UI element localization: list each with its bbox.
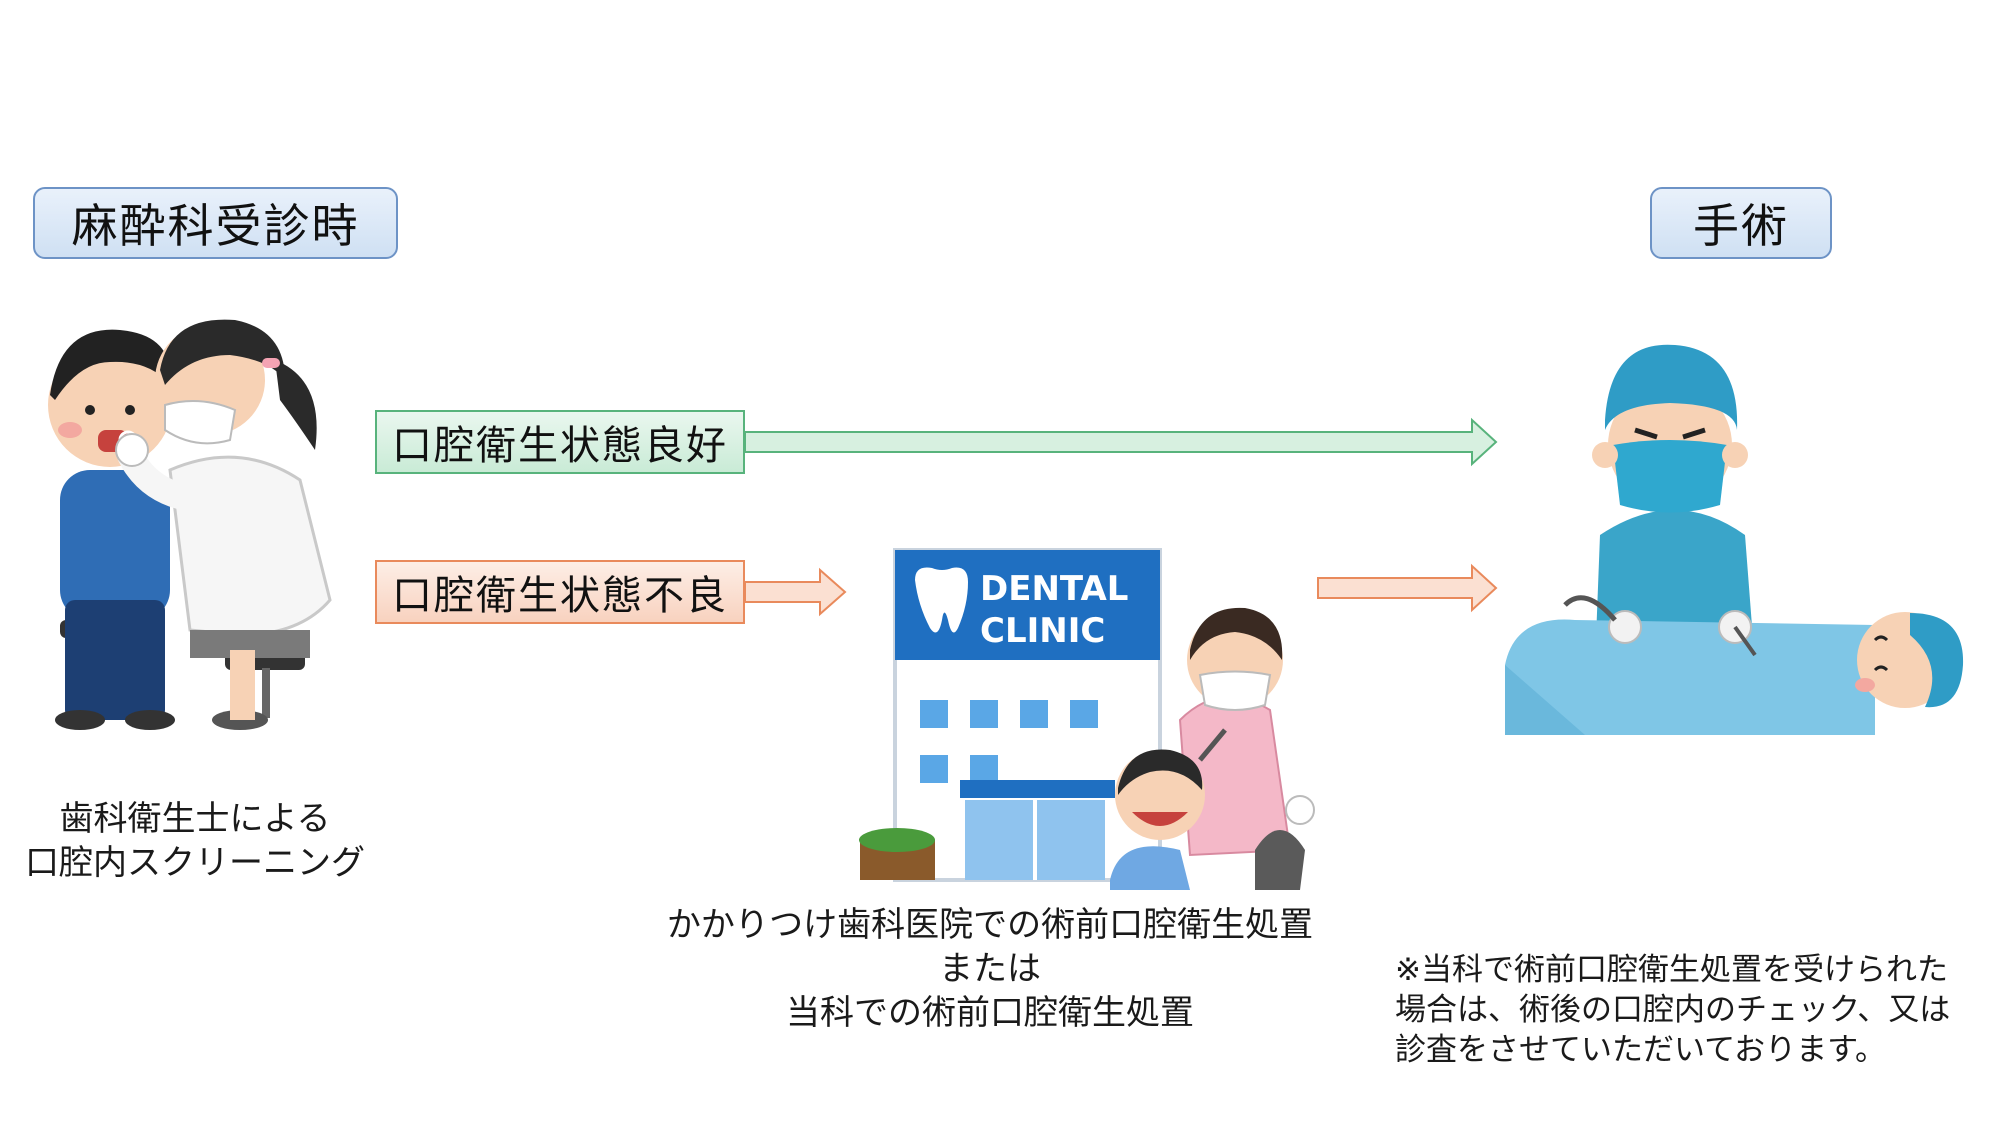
caption-preop-line1: かかりつけ歯科医院での術前口腔衛生処置 <box>666 905 1314 945</box>
header-surgery-label: 手術 <box>1693 199 1789 253</box>
clinic-sign-line1: DENTAL <box>980 569 1128 609</box>
postop-note-line1: ※当科で術前口腔衛生処置を受けられた <box>1395 952 1948 988</box>
postop-note: ※当科で術前口腔衛生処置を受けられた 場合は、術後の口腔内のチェック、又は 診査… <box>1395 950 1950 1070</box>
postop-note-line2: 場合は、術後の口腔内のチェック、又は <box>1395 992 1951 1028</box>
hygienist-screening-illustration <box>48 319 332 730</box>
branch-good-label: 口腔衛生状態良好 <box>392 423 728 469</box>
dental-clinic-illustration: DENTAL CLINIC <box>859 548 1315 890</box>
caption-screening-line2: 口腔内スクリーニング <box>25 843 365 883</box>
caption-screening-line1: 歯科衛生士による <box>59 799 331 839</box>
caption-preop-care: かかりつけ歯科医院での術前口腔衛生処置 または 当科での術前口腔衛生処置 <box>600 903 1380 1035</box>
surgery-illustration <box>1505 344 1964 735</box>
caption-screening: 歯科衛生士による 口腔内スクリーニング <box>0 797 390 885</box>
postop-note-line3: 診査をさせていただいております。 <box>1395 1032 1887 1068</box>
header-anesthesia-visit-label: 麻酔科受診時 <box>71 199 360 253</box>
branch-bad-label: 口腔衛生状態不良 <box>392 573 728 619</box>
branch-bad-box: 口腔衛生状態不良 <box>375 560 745 624</box>
caption-preop-line2: または <box>939 949 1041 989</box>
caption-preop-line3: 当科での術前口腔衛生処置 <box>786 993 1194 1033</box>
branch-good-box: 口腔衛生状態良好 <box>375 410 745 474</box>
header-surgery: 手術 <box>1650 187 1832 259</box>
clinic-sign-line2: CLINIC <box>980 611 1105 651</box>
header-anesthesia-visit: 麻酔科受診時 <box>33 187 398 259</box>
